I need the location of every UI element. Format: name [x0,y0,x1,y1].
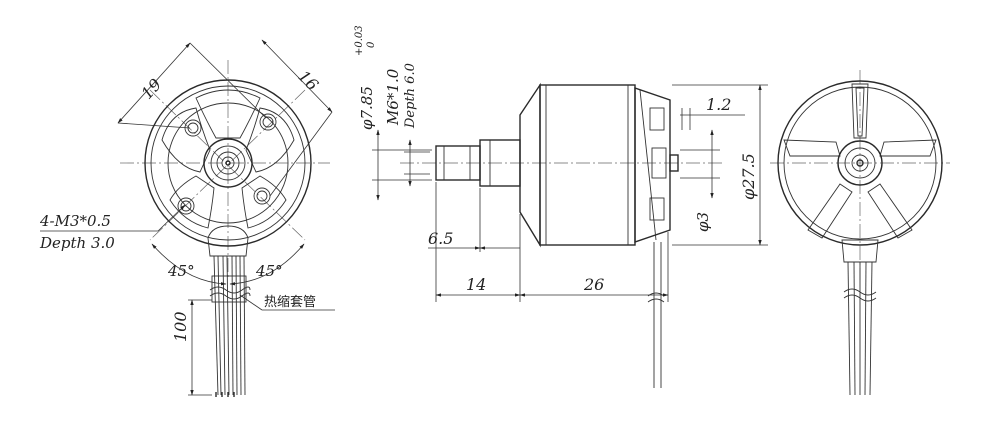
bell-front [519,82,541,248]
motor-can [539,84,636,246]
rear-star-spokes [783,83,937,239]
rear-lead-wires [843,261,877,396]
shaft-tol-lower: 0 [366,41,377,48]
rear-hub [837,140,883,186]
front-lead-wires [209,255,251,397]
front-hub [203,138,253,188]
dim-label-phi27-5: φ27.5 [739,153,758,200]
shaft-tol-upper: +0.03 [354,25,365,56]
mount-hole-bottom-right [253,187,271,205]
angle-right-label: 45° [255,262,283,280]
dim-label-phi3: φ3 [694,212,712,232]
dim-label-1-2: 1.2 [706,95,731,114]
side-view: φ7.85 +0.03 0 M6*1.0 Depth 6.0 1.2 φ3 φ2… [354,25,768,388]
dim-label-14: 14 [466,275,486,294]
thread-spec-label: 4-M3*0.5 [39,212,111,230]
rear-outer-circle [777,80,943,246]
dim-label-6-5: 6.5 [428,229,453,248]
shaft-thread-depth-label: Depth 6.0 [403,63,418,129]
front-view: 19 16 4-M3*0.5 Depth 3.0 45° 45° 热缩套管 10… [39,39,335,397]
dim-label-26: 26 [583,275,604,294]
thread-depth-label: Depth 3.0 [39,234,115,252]
shaft-thread-label: M6*1.0 [384,68,402,126]
lead-length-label: 100 [171,311,190,342]
angle-left-label: 45° [167,262,195,280]
rear-view [770,70,950,396]
mount-hole-bottom-left [177,197,195,215]
heat-shrink-label: 热缩套管 [264,294,316,310]
shaft-diameter-label: φ7.85 [358,86,376,130]
motor-base [634,87,671,243]
dim-label-16: 16 [294,67,322,95]
shaft-diameter-prefix: φ7.85 [358,86,376,130]
dim-label-19: 19 [137,75,165,103]
mount-hole-top-right [259,113,277,131]
